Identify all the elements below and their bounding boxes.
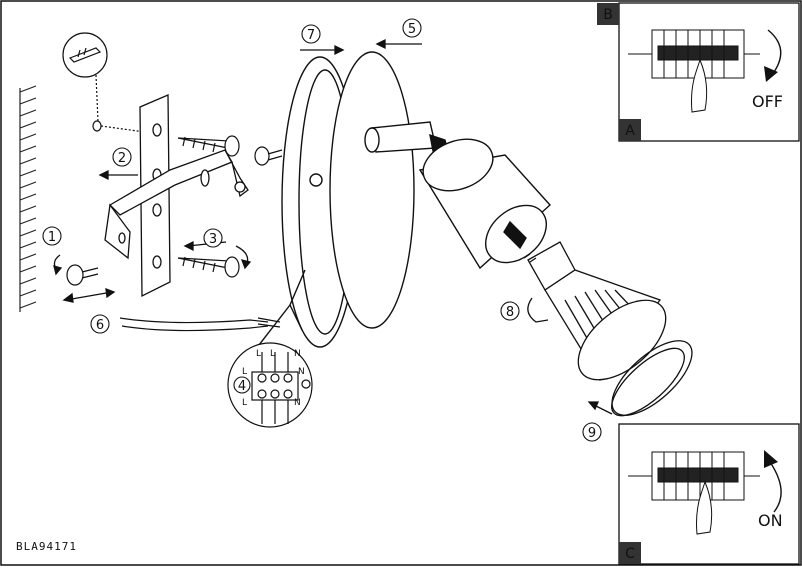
terminal-l-bottom: L — [242, 398, 247, 408]
panel-a-label: A — [625, 123, 635, 139]
terminal-letters: L L L L N N N — [242, 349, 305, 408]
step-7-label: 7 — [307, 28, 315, 43]
rotate-off-arrow — [767, 29, 782, 73]
on-label: ON — [758, 511, 783, 530]
bracket-screw — [66, 264, 99, 286]
step-6-label: 6 — [96, 318, 104, 333]
panel-c-label: C — [625, 546, 635, 562]
step-1-label: 1 — [48, 230, 56, 245]
panel-switch-off: B A OFF — [597, 2, 800, 142]
breaker-box-on — [628, 451, 760, 535]
off-label: OFF — [752, 92, 783, 111]
rotate-on-arrow — [769, 461, 782, 513]
direction-arrows — [53, 38, 613, 415]
lamp-holder — [364, 121, 551, 270]
screw-top — [177, 135, 240, 157]
terminal-n-side: N — [298, 367, 305, 377]
screw-bottom — [177, 256, 240, 278]
step-5-label: 5 — [408, 22, 416, 37]
step-8-label: 8 — [506, 305, 514, 320]
breaker-box-off — [628, 29, 760, 113]
terminal-l-top-2: L — [256, 349, 261, 359]
wall-plug-callout — [62, 32, 153, 134]
terminal-l-top-3: L — [270, 349, 275, 359]
panel-switch-on: C ON — [618, 423, 800, 565]
wall-hatch — [19, 85, 37, 312]
step-3-label: 3 — [209, 232, 217, 247]
terminal-n-top: N — [294, 349, 301, 359]
gu10-bulb — [523, 241, 667, 382]
panel-b-label: B — [603, 7, 613, 23]
terminal-n-bottom: N — [294, 398, 301, 408]
glass-ring — [611, 340, 693, 417]
mounting-plate — [104, 94, 249, 298]
step-2-label: 2 — [118, 151, 126, 166]
power-cable — [119, 317, 281, 332]
model-code: BLA94171 — [16, 540, 77, 553]
step-numbers: 1 2 3 4 5 6 7 8 9 — [42, 18, 602, 442]
terminal-block-callout — [227, 342, 313, 428]
grounding-screw — [254, 146, 283, 166]
terminal-l-top: L — [242, 367, 247, 377]
ceiling-canopy — [251, 51, 415, 355]
step-4-label: 4 — [238, 379, 246, 394]
step-9-label: 9 — [588, 426, 596, 441]
